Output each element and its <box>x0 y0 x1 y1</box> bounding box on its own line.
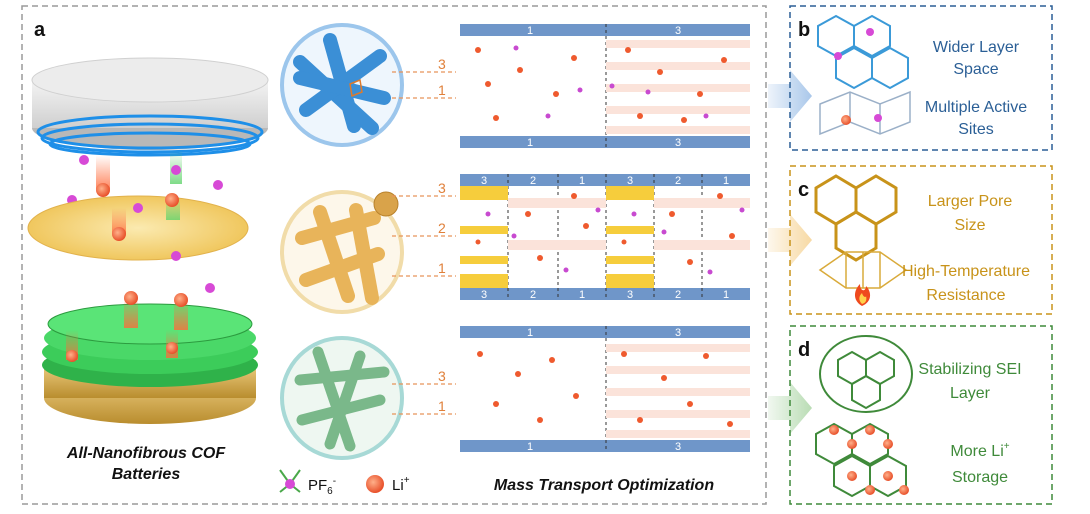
channel1-bottom-seg2: 3 <box>675 137 681 149</box>
panel-d-label1-line2: Layer <box>950 385 991 402</box>
sei-ring-icon <box>819 335 913 413</box>
channel2-top-seg5: 2 <box>675 175 681 187</box>
channel2-bottom-seg6: 1 <box>723 289 729 301</box>
pore-label-green-3: 3 <box>438 368 446 384</box>
channel3-bottom-seg1: 1 <box>527 441 533 453</box>
channel3-top-seg2: 3 <box>675 327 681 339</box>
channel1-top-seg2: 3 <box>675 25 681 37</box>
panel-c-label1-line1: Larger Pore <box>928 193 1013 210</box>
channel2-bottom-seg2: 2 <box>530 289 536 301</box>
panel-b-label2-line2: Sites <box>958 121 994 138</box>
large-pore-hexagon-icon <box>814 174 898 262</box>
channel2-top-seg1: 3 <box>481 175 487 187</box>
battery-caption-line1: All-Nanofibrous COF <box>66 445 226 462</box>
battery-caption-line2: Batteries <box>112 466 181 483</box>
yellow-separator <box>27 195 249 261</box>
panel-d-letter: d <box>798 339 810 361</box>
fiber-circle-green <box>280 336 404 460</box>
panel-d-label1-line1: Stabilizing SEI <box>918 361 1021 378</box>
pore-label-yellow-3: 3 <box>438 180 446 196</box>
fiber-circle-blue <box>280 23 404 147</box>
ion-beams-bottom <box>66 291 188 362</box>
arrow-to-d <box>768 382 812 434</box>
blue-cof-layer <box>36 114 264 157</box>
ion-beams-middle <box>112 193 215 293</box>
ion-beams-top <box>67 150 223 205</box>
legend-li-label: Li+ <box>392 475 410 494</box>
channel3-bottom-seg2: 3 <box>675 441 681 453</box>
pore-label-arrows <box>392 71 456 415</box>
channel1-bottom-seg1: 1 <box>527 137 533 149</box>
panel-d-frame <box>789 325 1053 505</box>
panel-c-letter: c <box>798 179 809 201</box>
panel-b-label1-line2: Space <box>953 61 998 78</box>
panel-c-label1-line2: Size <box>954 217 985 234</box>
legend-pf6-label: PF6- <box>308 476 336 497</box>
panel-b-label2-line1: Multiple Active <box>925 99 1027 116</box>
panel-d-label2-line2: Storage <box>952 469 1008 486</box>
panel-a-letter: a <box>34 19 46 41</box>
panel-b-frame <box>789 5 1053 151</box>
fiber-circle-yellow <box>280 190 404 314</box>
channel2-top-seg6: 1 <box>723 175 729 187</box>
channel2-top-seg2: 2 <box>530 175 536 187</box>
green-cof-layer <box>42 303 258 387</box>
panel-c-label2-line2: Resistance <box>926 287 1005 304</box>
pore-label-yellow-2: 2 <box>438 220 446 236</box>
panel-d-label2-line1: More Li+ <box>950 441 1009 460</box>
pore-label-blue-1: 1 <box>438 82 446 98</box>
active-sites-icon <box>819 90 911 136</box>
panel-c-frame <box>789 165 1053 315</box>
li-storage-icon <box>815 422 909 498</box>
panel-c-label2-line1: High-Temperature <box>902 263 1030 280</box>
pore-label-blue-3: 3 <box>438 56 446 72</box>
thermal-sheet-icon <box>818 251 908 289</box>
legend-li-icon <box>366 475 384 493</box>
battery-stack <box>27 57 269 424</box>
pore-label-green-1: 1 <box>438 398 446 414</box>
channel-diagram-1 <box>460 24 750 148</box>
channel2-bottom-seg1: 3 <box>481 289 487 301</box>
channel1-top-seg1: 1 <box>527 25 533 37</box>
channel-diagram-2 <box>460 174 750 300</box>
pore-label-yellow-1: 1 <box>438 260 446 276</box>
channel2-bottom-seg5: 2 <box>675 289 681 301</box>
channel2-bottom-seg3: 1 <box>579 289 585 301</box>
panel-b-label1-line1: Wider Layer <box>933 39 1020 56</box>
hexagon-layer-icon <box>817 14 909 90</box>
flame-icon <box>855 284 871 306</box>
channel2-bottom-seg4: 3 <box>627 289 633 301</box>
panel-a-frame <box>21 5 767 505</box>
panel-b-letter: b <box>798 19 810 41</box>
channel2-top-seg3: 1 <box>579 175 585 187</box>
channel2-top-seg4: 3 <box>627 175 633 187</box>
channel3-top-seg1: 1 <box>527 327 533 339</box>
legend-pf6-icon <box>279 469 301 493</box>
transport-caption: Mass Transport Optimization <box>494 477 714 494</box>
channel-diagram-3 <box>460 326 750 452</box>
